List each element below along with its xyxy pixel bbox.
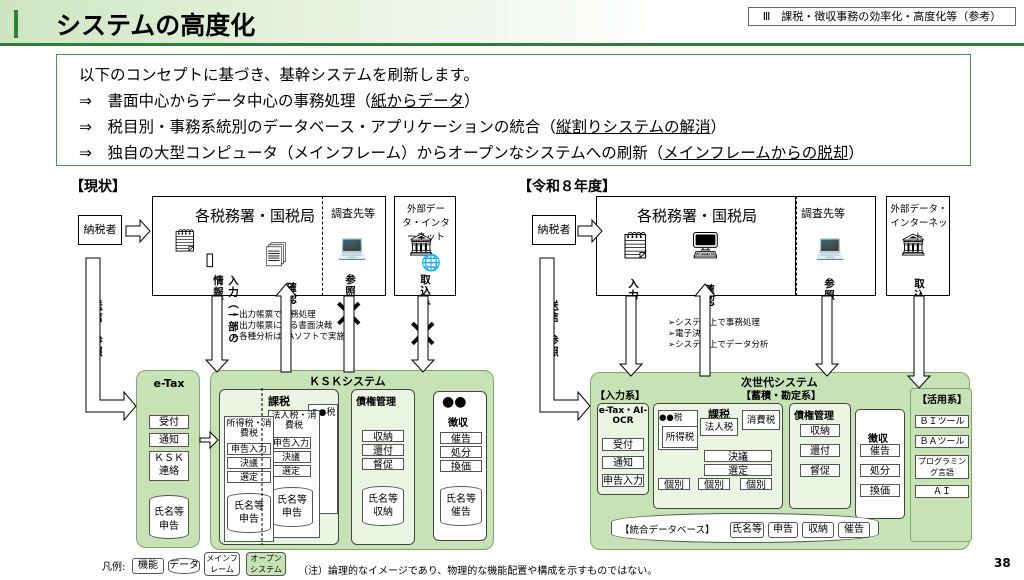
- legend-data: データ: [168, 558, 200, 574]
- concept-item-2: ⇒ 税目別・事務系統別のデータベース・アプリケーションの統合（縦割りシステムの解…: [79, 118, 726, 136]
- etax-cell-ksk: ＫＳＫ連絡: [149, 451, 189, 481]
- globe-icon: 🌐: [421, 253, 441, 272]
- etax-ocr-group: e-Tax・AI-OCR 受付 通知 申告入力: [597, 403, 649, 495]
- right-notes: ➢システム上で事務処理 ➢電子決裁 ➢システム上でデータ分析: [668, 318, 769, 350]
- offices-label: 各税務署・国税局: [195, 207, 316, 225]
- taxpayer-box: 納税者: [78, 215, 122, 245]
- kazei-label: 課税: [268, 395, 290, 408]
- title-accent: [14, 10, 18, 38]
- page-title: システムの高度化: [56, 11, 256, 40]
- ksk-system-box: ＫＳＫシステム 課税 ●●税 法人税・消費税 申告入力 決議 選定 氏名等申告 …: [210, 370, 494, 550]
- page-number: 38: [994, 556, 1011, 570]
- etax-cell-receive: 受付: [149, 415, 189, 429]
- income-db: 氏名等申告: [227, 493, 271, 533]
- etax-cell-notify: 通知: [149, 433, 189, 447]
- external-data-box: 外部データ・インターネット 🏛 🌐: [394, 196, 456, 296]
- external-data-box-r: 外部データ・インターネット 🏛: [886, 196, 950, 296]
- legend-open-system: オープンシステム: [246, 552, 286, 576]
- concept-item-3: ⇒ 独自の大型コンピュータ（メインフレーム）からオープンなシステムへの刷新（メイ…: [79, 144, 864, 162]
- arrow-ref-label-r: 参照: [823, 278, 835, 301]
- use-system-box: 【活用系】 ＢＩツール ＢＡツール プログラミング言語 ＡＩ: [910, 388, 972, 542]
- etax-db: 氏名等申告: [149, 495, 189, 539]
- etax-box: e-Tax 受付 通知 ＫＳＫ連絡 氏名等申告: [136, 370, 200, 548]
- saiken-group-r: 債権管理 収納 還付 督促: [789, 403, 851, 509]
- current-heading: 【現状】: [70, 179, 126, 195]
- kazei-group: 課税 ●●税 法人税・消費税 申告入力 決議 選定 氏名等申告 所得税・消費税 …: [219, 389, 339, 545]
- monitor-icon: 🖥: [689, 231, 723, 261]
- document-icon: 🗒: [171, 229, 199, 254]
- integrated-db: 【統合データベース】 氏名等 申告 収納 催告: [611, 513, 879, 543]
- laptop-icon: 💻: [337, 233, 367, 261]
- legend-label: 凡例:: [102, 562, 126, 573]
- survey-box: 調査先等 💻: [322, 196, 386, 296]
- chosyu-db: 氏名等催告: [440, 486, 482, 526]
- future-heading: 【令和８年度】: [518, 179, 616, 195]
- papers-icon: 🗐: [265, 244, 287, 269]
- dots-icon: ●●: [442, 394, 467, 410]
- concept-box: 以下のコンセプトに基づき、基幹システムを刷新します。 ⇒ 書面中心からデータ中心…: [56, 54, 971, 166]
- taxpayer-box-r: 納税者: [532, 215, 576, 245]
- chosyu-group-r: 徴収 催告 処分 換価: [855, 409, 905, 519]
- income-tax-box: 所得税・消費税 申告入力 決議 選定 氏名等申告: [224, 416, 274, 542]
- legend-mainframe: メインフレーム: [204, 552, 240, 576]
- section-tag: Ⅲ 課税・徴収事務の効率化・高度化等（参考）: [748, 7, 1016, 26]
- tablet-icon: 🗒: [619, 231, 653, 261]
- survey-box-r: 調査先等 💻: [796, 196, 876, 296]
- concept-intro: 以下のコンセプトに基づき、基幹システムを刷新します。: [79, 66, 479, 84]
- external-label: 外部データ・インターネット: [402, 204, 450, 243]
- chosyu-group: ●● 徴収 催告 処分 換価 氏名等催告: [433, 391, 487, 541]
- arrow-input-label-r: 入力: [627, 278, 639, 301]
- corp-tax-box: 法人税・消費税 申告入力 決議 選定 氏名等申告: [268, 410, 320, 538]
- laptop-icon-r: 💻: [815, 233, 845, 261]
- next-gen-system-box: 次世代システム 【入力系】 【蓄積・勘定系】 e-Tax・AI-OCR 受付 通…: [590, 372, 970, 550]
- kazei-group-r: 課税 ●●税 所得税 法人税 消費税 決議 選定 個別 個別 個別: [653, 403, 783, 509]
- bank-icon-r: 🏛: [899, 233, 927, 258]
- ksk-title: ＫＳＫシステム: [309, 375, 386, 388]
- legend-function: 機能: [132, 558, 164, 574]
- paper-icon: ▯: [205, 249, 215, 270]
- survey-label: 調査先等: [331, 207, 375, 220]
- corp-db: 氏名等申告: [271, 487, 313, 527]
- bank-icon: 🏛: [407, 233, 435, 258]
- etax-title: e-Tax: [153, 377, 185, 390]
- legend-note: （注）論理的なイメージであり、物理的な機能配置や構成を示すものではない。: [298, 566, 658, 577]
- concept-item-1: ⇒ 書面中心からデータ中心の事務処理（紙からデータ）: [79, 92, 480, 110]
- saiken-db: 氏名等収納: [362, 486, 404, 526]
- arrow-ref-label: 参照: [344, 274, 356, 297]
- saiken-group: 債権管理 収納 還付 督促 氏名等収納: [351, 389, 415, 545]
